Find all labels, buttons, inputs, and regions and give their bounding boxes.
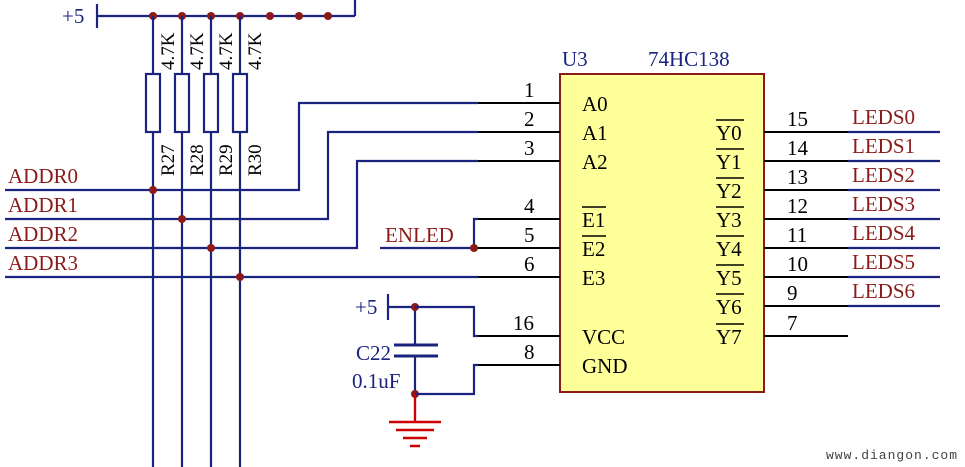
junction-dot bbox=[266, 12, 274, 20]
pin-number: 6 bbox=[524, 252, 535, 276]
cap-ref: C22 bbox=[356, 341, 391, 365]
resistor-value: 4.7K bbox=[187, 32, 208, 70]
ic-part-number: 74HC138 bbox=[648, 47, 730, 71]
pin-name: Y6 bbox=[716, 295, 742, 319]
resistor-r30: 4.7K R30 bbox=[231, 16, 266, 467]
pin-number: 15 bbox=[787, 107, 808, 131]
pin-number: 14 bbox=[787, 136, 809, 160]
net-label-leds0: LEDS0 bbox=[852, 105, 915, 129]
pin-name: Y4 bbox=[716, 237, 742, 261]
net-label-addr0: ADDR0 bbox=[8, 164, 78, 188]
top-power-rail: +5 bbox=[62, 0, 357, 28]
ground-symbol bbox=[389, 394, 441, 448]
pin-number: 8 bbox=[524, 340, 535, 364]
net-label-addr1: ADDR1 bbox=[8, 193, 78, 217]
net-enled: ENLED bbox=[380, 217, 478, 252]
ic-u3: U3 74HC138 1 2 3 4 5 6 16 8 A0 A1 A2 E1 … bbox=[478, 47, 848, 393]
junction-dot bbox=[207, 244, 215, 252]
junction-dot bbox=[149, 186, 157, 194]
junction-dot bbox=[324, 12, 332, 20]
pin-name: Y7 bbox=[716, 325, 742, 349]
net-label-leds2: LEDS2 bbox=[852, 163, 915, 187]
net-addr0: ADDR0 bbox=[5, 101, 478, 194]
net-label-addr3: ADDR3 bbox=[8, 251, 78, 275]
pin-name: VCC bbox=[582, 325, 625, 349]
net-label-addr2: ADDR2 bbox=[8, 222, 78, 246]
cap-value: 0.1uF bbox=[352, 369, 400, 393]
resistor-value: 4.7K bbox=[245, 32, 266, 70]
pin-name: E3 bbox=[582, 266, 605, 290]
resistor-value: 4.7K bbox=[158, 32, 179, 70]
net-label-leds5: LEDS5 bbox=[852, 250, 915, 274]
pin-number: 4 bbox=[524, 194, 535, 218]
cap-power-label: +5 bbox=[355, 295, 377, 319]
ic-ref: U3 bbox=[562, 47, 588, 71]
net-addr1: ADDR1 bbox=[5, 130, 478, 223]
pin-name: GND bbox=[582, 354, 628, 378]
junction-dot bbox=[470, 244, 478, 252]
net-label-leds6: LEDS6 bbox=[852, 279, 915, 303]
pin-number: 7 bbox=[787, 311, 798, 335]
watermark-text: www.diangon.com bbox=[826, 448, 958, 463]
net-label-enled: ENLED bbox=[385, 223, 454, 247]
pin-number: 5 bbox=[524, 223, 535, 247]
net-label-leds1: LEDS1 bbox=[852, 134, 915, 158]
pin-number: 12 bbox=[787, 194, 808, 218]
pin-name: A1 bbox=[582, 121, 608, 145]
pin-name: Y5 bbox=[716, 266, 742, 290]
pin-name: Y0 bbox=[716, 121, 742, 145]
resistor-r29: 4.7K R29 bbox=[202, 16, 237, 467]
pin-number: 9 bbox=[787, 281, 798, 305]
pin-name: E2 bbox=[582, 237, 605, 261]
net-label-leds3: LEDS3 bbox=[852, 192, 915, 216]
net-addr2: ADDR2 bbox=[5, 159, 478, 252]
pin-number: 3 bbox=[524, 136, 535, 160]
pin-number: 11 bbox=[787, 223, 807, 247]
top-power-label: +5 bbox=[62, 4, 84, 28]
resistor-r28: 4.7K R28 bbox=[173, 16, 208, 467]
pin-name: Y1 bbox=[716, 150, 742, 174]
output-nets: LEDS0 LEDS1 LEDS2 LEDS3 LEDS4 LEDS5 LEDS… bbox=[848, 105, 940, 308]
resistor-ref: R27 bbox=[158, 144, 179, 176]
pin-name: A2 bbox=[582, 150, 608, 174]
net-addr3: ADDR3 bbox=[5, 251, 478, 281]
pin-number: 10 bbox=[787, 252, 808, 276]
pin-number: 16 bbox=[513, 311, 534, 335]
pin-name: E1 bbox=[582, 208, 605, 232]
pin-number: 13 bbox=[787, 165, 808, 189]
pin-name: A0 bbox=[582, 92, 608, 116]
pin-number: 2 bbox=[524, 107, 535, 131]
junction-dot bbox=[236, 273, 244, 281]
junction-dot bbox=[295, 12, 303, 20]
junction-dot bbox=[178, 215, 186, 223]
ic-body bbox=[559, 73, 765, 393]
net-label-leds4: LEDS4 bbox=[852, 221, 916, 245]
resistor-ref: R29 bbox=[216, 144, 237, 176]
pin-number: 1 bbox=[524, 78, 535, 102]
pin-name: Y2 bbox=[716, 179, 742, 203]
resistor-ref: R30 bbox=[245, 144, 266, 176]
resistor-value: 4.7K bbox=[216, 32, 237, 70]
pin-name: Y3 bbox=[716, 208, 742, 232]
resistor-ref: R28 bbox=[187, 144, 208, 176]
